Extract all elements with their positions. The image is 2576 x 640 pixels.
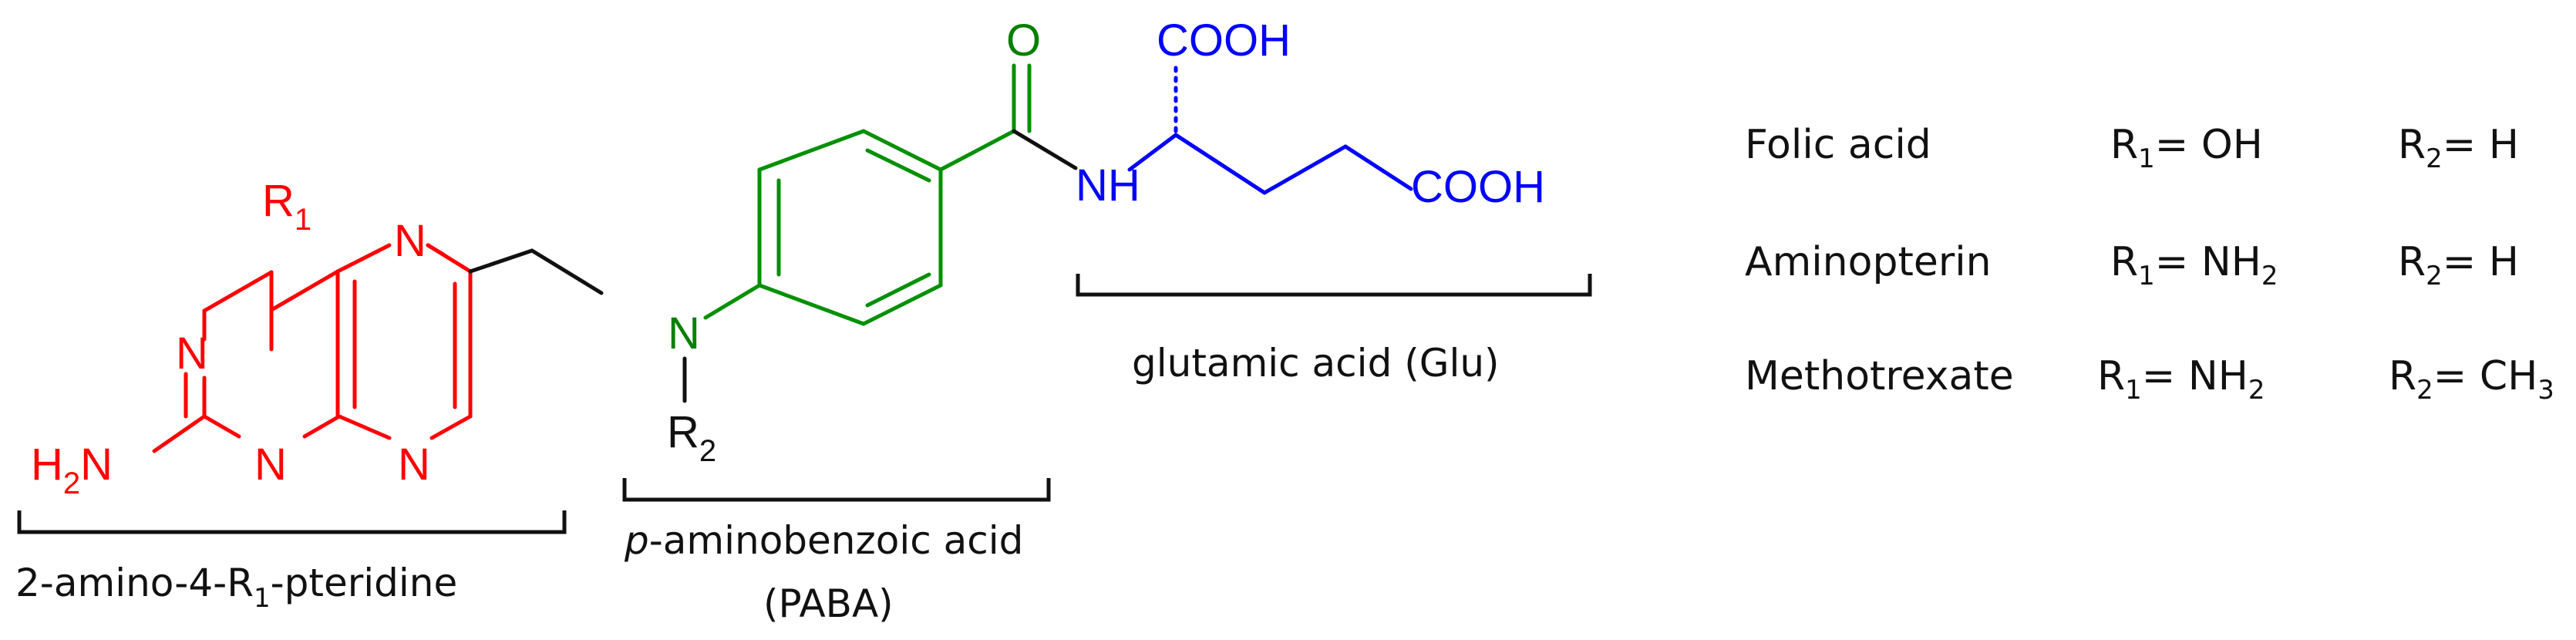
atom-cooh-top: COOH <box>1157 15 1291 66</box>
r1-value: R1= NH2 <box>2097 353 2265 406</box>
label-glu: glutamic acid (Glu) <box>1132 341 1500 386</box>
compound-name: Folic acid <box>1745 122 1931 168</box>
atom-carbonyl-o: O <box>1006 15 1041 66</box>
glu-bracket <box>1076 274 1592 297</box>
r2-value: R2= H <box>2398 122 2519 174</box>
compound-name: Methotrexate <box>1745 353 2014 399</box>
r1-value: R1= OH <box>2110 122 2263 174</box>
atom-n1: N <box>176 328 208 379</box>
pteridine-bracket <box>17 510 567 534</box>
atom-n10: N <box>668 308 700 359</box>
r1-value: R1= NH2 <box>2110 239 2278 291</box>
label-paba-line2: (PABA) <box>763 581 894 626</box>
table-row-methotrexate: Methotrexate R1= NH2 R2= CH3 <box>1745 353 2554 406</box>
table-row-folic-acid: Folic acid R1= OH R2= H <box>1745 122 2519 174</box>
atom-n3: N <box>254 440 287 490</box>
paba-moiety <box>703 63 1078 326</box>
paba-bracket <box>622 478 1051 502</box>
r2-value: R2= H <box>2398 239 2519 291</box>
label-pteridine: 2-amino-4-R1-pteridine <box>15 561 457 614</box>
atom-r1: R1 <box>262 176 311 237</box>
r2-value: R2= CH3 <box>2389 353 2554 406</box>
atom-cooh-side: COOH <box>1411 162 1545 212</box>
atom-h2n: H2N <box>31 440 113 500</box>
substituent-table: Folic acid R1= OH R2= H Aminopterin R1= … <box>1745 122 2554 406</box>
atom-r2: R2 <box>667 407 716 468</box>
methylene-bridge <box>468 248 687 403</box>
label-paba-line1: p-aminobenzoic acid <box>624 518 1023 563</box>
atom-amide-nh: NH <box>1076 160 1140 211</box>
atom-n5: N <box>394 216 426 266</box>
table-row-aminopterin: Aminopterin R1= NH2 R2= H <box>1745 239 2519 291</box>
glutamate-moiety <box>1127 63 1413 195</box>
pteridine-moiety <box>152 243 473 453</box>
atom-n8: N <box>398 440 430 490</box>
compound-name: Aminopterin <box>1745 239 1992 285</box>
